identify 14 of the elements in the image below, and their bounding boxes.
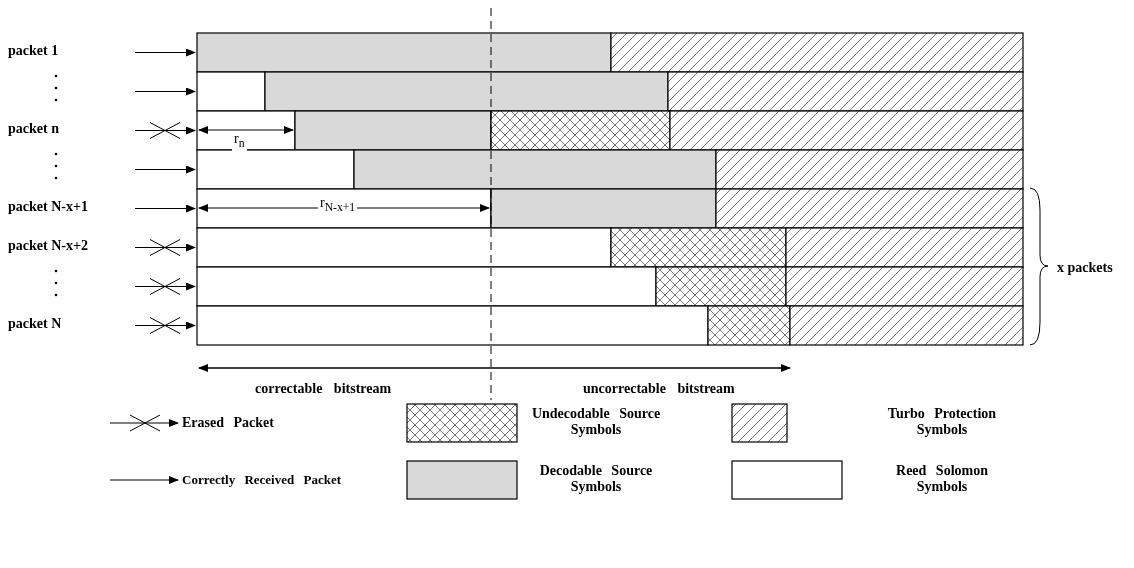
legend-label: Turbo Protection Symbols bbox=[886, 406, 998, 438]
legend-label: Undecodable Source Symbols bbox=[530, 406, 662, 438]
legend-label: Erased Packet bbox=[182, 415, 275, 431]
packet-label: packet N-x+2 bbox=[8, 238, 88, 254]
packet-label: packet n bbox=[8, 121, 59, 137]
packet-label: packet N bbox=[8, 316, 62, 332]
region-label: uncorrectable bitstream bbox=[583, 381, 735, 397]
region-label: correctable bitstream bbox=[255, 381, 392, 397]
packet-label: packet N-x+1 bbox=[8, 199, 88, 215]
legend-label: Reed Solomon Symbols bbox=[895, 463, 989, 495]
brace-label: x packets bbox=[1057, 260, 1113, 276]
packet-label: packet 1 bbox=[8, 43, 59, 59]
legend-label: Decodable Source Symbols bbox=[538, 463, 654, 495]
legend-label: Correctly Received Packet bbox=[182, 472, 343, 488]
